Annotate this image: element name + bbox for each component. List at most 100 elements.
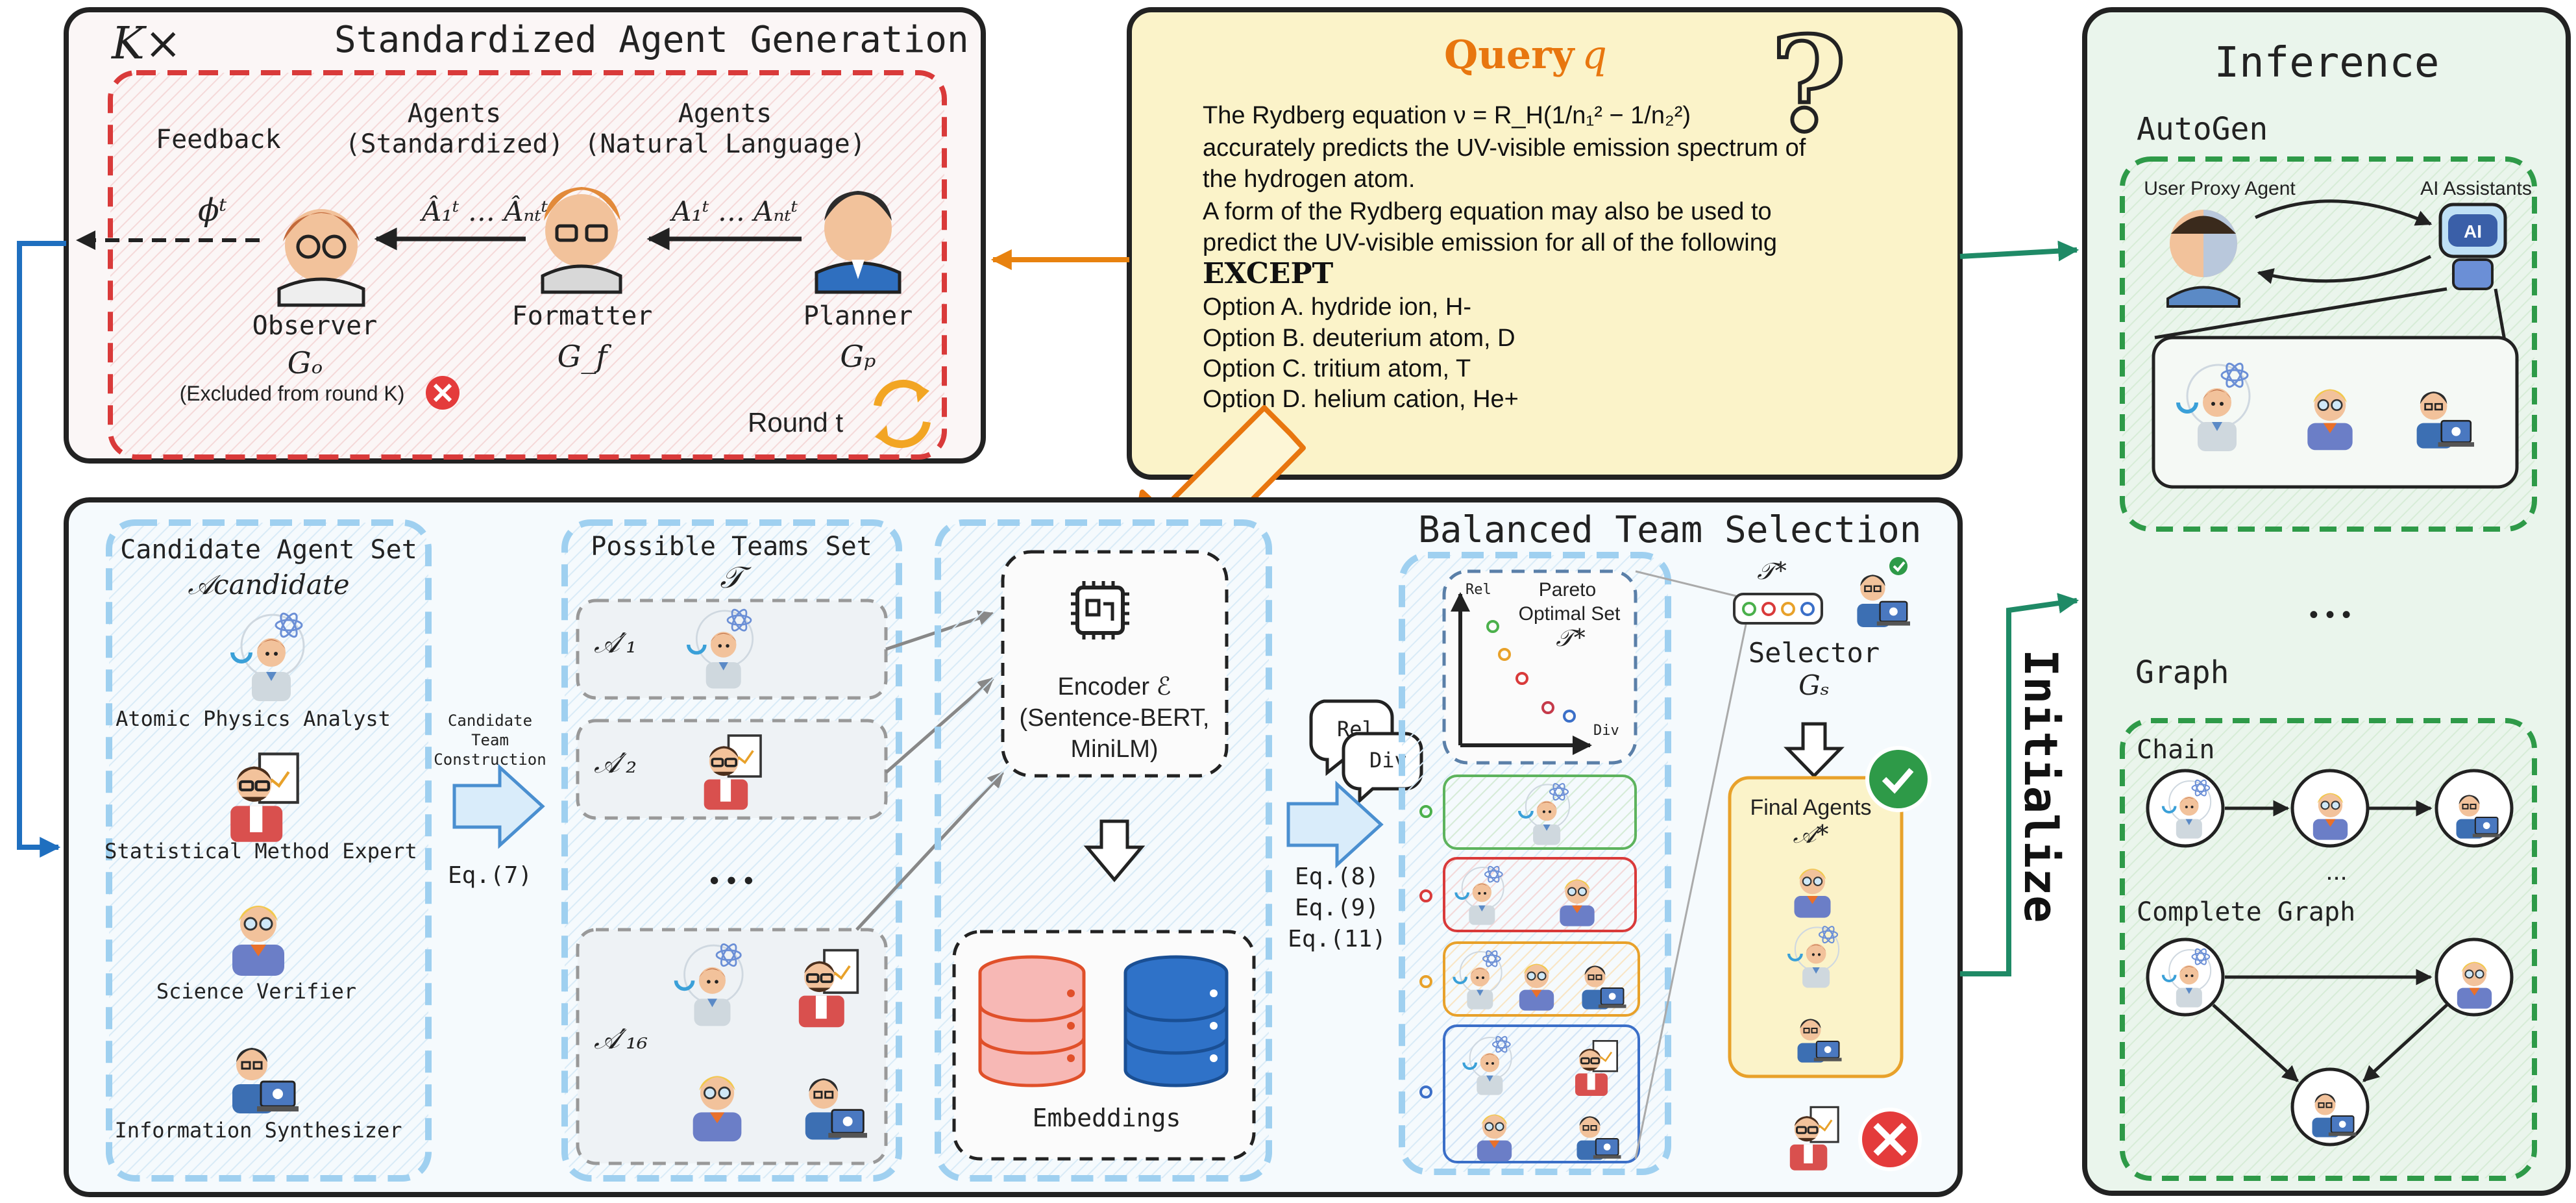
option-a: Option A. hydride ion, H-	[1203, 293, 1471, 321]
refresh-icon	[874, 379, 931, 449]
eq8-label: Eq.(8)	[1295, 863, 1379, 890]
query-line-3: the hydrogen atom.	[1203, 166, 1415, 193]
formatter-icon	[541, 187, 622, 294]
natural-agents-symbol: A₁ᵗ … Aₙₜᵗ	[669, 195, 798, 227]
panel-title: Standardized Agent Generation	[334, 19, 969, 61]
planner-label: Planner	[803, 301, 913, 331]
phi-label: ϕᵗ	[198, 192, 227, 229]
complete-arrow-3	[2362, 1004, 2448, 1082]
balanced-team-selection-panel: Balanced Team Selection Candidate Agent …	[64, 497, 1963, 1197]
selector-label: Selector	[1748, 637, 1880, 669]
standardized-agent-generation-panel: K× Standardized Agent Generation Feedbac…	[64, 7, 986, 464]
eq9-label: Eq.(9)	[1295, 895, 1379, 921]
chain-label: Chain	[2137, 735, 2214, 765]
autogen-title: AutoGen	[2137, 111, 2268, 147]
complete-arrow-2	[2212, 1004, 2299, 1082]
bottom-title: Balanced Team Selection	[1418, 509, 1921, 551]
query-line-2: accurately predicts the UV-visible emiss…	[1203, 134, 1806, 162]
agents-std-sub: (Standardized)	[345, 129, 563, 159]
ai-assistant-icon: AI	[2438, 203, 2507, 290]
final-agents-symbol: 𝒜*	[1793, 820, 1829, 849]
candidate-symbol: 𝒜candidate	[188, 569, 349, 601]
agents-std-label: Agents	[408, 99, 502, 129]
observer-g: Gₒ	[288, 345, 323, 380]
pareto-symbol: 𝒯*	[1556, 625, 1586, 652]
pareto-to-selector-line	[1635, 570, 1737, 597]
construction-line-2: Team	[471, 731, 509, 749]
eq11-label: Eq.(11)	[1288, 926, 1386, 952]
embeddings-db-red-icon	[978, 955, 1086, 1087]
excluded-icon	[426, 376, 460, 410]
t-star-label: 𝒯*	[1757, 558, 1787, 585]
complete-graph-label: Complete Graph	[2137, 897, 2355, 927]
embeddings-db-blue-icon	[1123, 955, 1229, 1087]
initialize-label: Initialize	[2014, 649, 2067, 923]
formatter-label: Formatter	[512, 301, 653, 331]
agent-atomic-physics: Atomic Physics Analyst	[116, 706, 391, 731]
encoder-down-arrow	[1083, 819, 1146, 882]
agent-statistical: Statistical Method Expert	[104, 839, 417, 863]
inference-ellipsis: • • •	[2309, 601, 2351, 629]
eq7-label: Eq.(7)	[448, 862, 532, 889]
construction-line-3: Construction	[434, 750, 546, 769]
chain-ellipsis: ...	[2325, 857, 2347, 886]
encoder-model-line: (Sentence-BERT,	[1020, 704, 1210, 732]
option-b: Option B. deuterium atom, D	[1203, 325, 1515, 352]
team-dot-blue	[1419, 1085, 1432, 1098]
construction-arrow	[452, 763, 545, 849]
agent-information-synthesizer: Information Synthesizer	[114, 1118, 402, 1143]
rejected-x-icon	[1858, 1108, 1922, 1171]
svg-text:AI: AI	[2464, 221, 2482, 242]
pareto-div-axis: Div	[1593, 723, 1619, 739]
embeddings-label: Embeddings	[1033, 1104, 1181, 1132]
option-d: Option D. helium cation, He+	[1203, 386, 1519, 413]
observer-note: (Excluded from round K)	[180, 382, 405, 405]
team-16-label: 𝒜′₁₆	[594, 1023, 648, 1055]
team-dot-orange	[1419, 975, 1432, 988]
proxy-to-assistant-arrow	[2254, 199, 2433, 226]
candidate-title: Candidate Agent Set	[120, 535, 417, 565]
pareto-rel-axis: Rel	[1466, 582, 1491, 598]
encoder-model-line-2: MiniLM)	[1070, 736, 1158, 763]
round-label: Round t	[748, 407, 843, 438]
query-except: EXCEPT	[1203, 257, 1334, 290]
query-to-inference-arrow	[1959, 240, 2079, 262]
query-line-4: A form of the Rydberg equation may also …	[1203, 198, 1772, 225]
selector-down-arrow	[1784, 722, 1845, 778]
initialize-connector	[1960, 593, 2079, 976]
planner-icon	[815, 191, 902, 294]
observer-icon	[277, 209, 365, 307]
ai-assistants-label: AI Assistants	[2420, 178, 2532, 199]
observer-label: Observer	[252, 311, 378, 341]
final-agents-label: Final Agents	[1750, 795, 1871, 820]
formatter-g: G_f	[558, 339, 612, 374]
user-proxy-label: User Proxy Agent	[2144, 178, 2296, 199]
pareto-title-2: Optimal Set	[1519, 603, 1621, 625]
query-line-1: The Rydberg equation ν = R_H(1/n₁² − 1/n…	[1203, 102, 1691, 129]
construction-line-1: Candidate	[448, 712, 532, 730]
team-dot-green	[1419, 805, 1432, 818]
final-check-icon	[1865, 746, 1932, 812]
team-2-label: 𝒜′₂	[594, 747, 637, 779]
pareto-title-1: Pareto	[1539, 579, 1596, 601]
agents-nl-label: Agents	[678, 99, 772, 129]
pareto-to-selector-line-2	[1634, 624, 1747, 1160]
k-times-label: K×	[110, 18, 182, 69]
selector-g: Gₛ	[1798, 669, 1830, 701]
pareto-plot	[1451, 592, 1592, 755]
t-star-set-icon	[1733, 593, 1823, 625]
chip-icon	[1071, 581, 1129, 639]
inference-panel: Inference AutoGen User Proxy Agent AI As…	[2082, 7, 2571, 1196]
encoder-label: Encoder ℰ	[1057, 673, 1171, 701]
assistant-to-proxy-arrow	[2257, 254, 2432, 284]
assistant-group-line-left	[2154, 287, 2447, 340]
inference-title: Inference	[2214, 39, 2440, 87]
option-c: Option C. tritium atom, T	[1203, 355, 1471, 382]
planner-g: Gₚ	[840, 339, 876, 374]
agents-nl-sub: (Natural Language)	[584, 129, 865, 159]
feedback-label: Feedback	[156, 125, 281, 155]
team-1-label: 𝒜′₁	[594, 627, 637, 659]
